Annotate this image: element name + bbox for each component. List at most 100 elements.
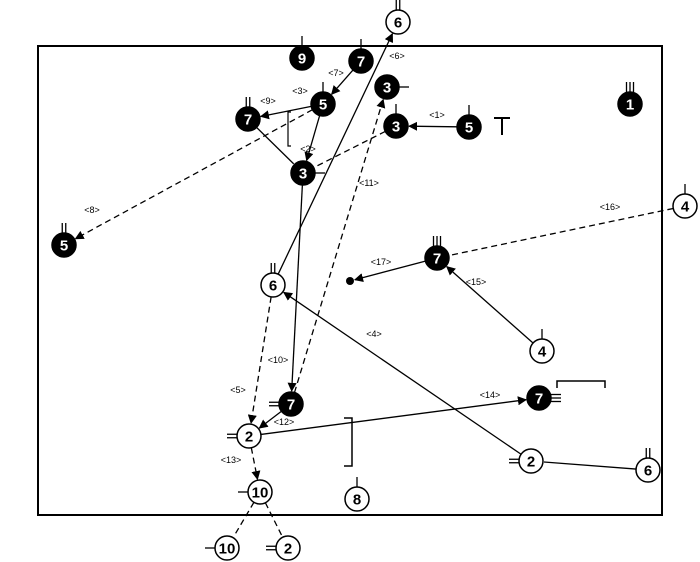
node-label: 6 [644,463,652,480]
edge-n7top-n5a [331,69,354,95]
node-circle [518,448,544,474]
edge-n3b-n3c [314,130,386,168]
t-mark [494,117,510,135]
node-label: 3 [383,80,391,97]
bend-mark [287,111,291,147]
node-circle [278,391,304,417]
edge-label: <3> [292,86,308,96]
node-circle [260,272,286,298]
edge-label: <9> [260,96,276,106]
node-label: 7 [244,112,252,129]
node-n10a: 10 [238,479,273,505]
edge-label: <1> [429,110,445,120]
bracket-mark-top [556,380,606,388]
node-label: 10 [219,541,236,558]
node-circle [214,535,240,561]
node-circle [289,45,315,71]
edge-n2a-n10a [250,447,261,481]
node-circle [236,423,262,449]
node-n3b: 3 [383,104,409,139]
node-label: 7 [433,251,441,268]
node-circle [348,48,374,74]
edge-n6m-n2a [247,296,272,425]
edge-n5a-n7a [259,105,312,120]
node-label: 10 [252,485,269,502]
node-circle [635,457,661,483]
edge-label: <2> [300,144,316,154]
node-n5left: 5 [51,223,77,258]
edge-n7m-dot [353,260,426,283]
node-label: 9 [298,51,306,68]
node-n3a: 3 [374,74,409,100]
frame [37,45,663,516]
node-n10b: 10 [205,535,240,561]
node-label: 7 [535,391,543,408]
edge-label: <15> [466,277,487,287]
node-label: 8 [353,492,361,509]
node-circle [310,91,336,117]
node-label: 6 [394,15,402,32]
edge-n2a-n7c [260,396,528,436]
node-circle [275,535,301,561]
edge-n5b-n3b [408,121,458,131]
node-n7a: 7 [235,97,261,132]
node-n2c: 2 [266,535,301,561]
edge-n7b-n3a [293,98,386,393]
node-n4r: 4 [672,184,698,219]
node-circle [617,91,643,117]
edge-n2b-n6m [282,291,522,455]
edge-n3c-n7b [287,184,304,392]
edge-label: <12> [274,417,295,427]
junction-dot [346,277,354,285]
node-label: 3 [392,119,400,136]
node-label: 5 [465,120,473,137]
edge-label: <7> [328,68,344,78]
node-label: 7 [287,397,295,414]
node-n6top: 6 [385,0,411,35]
node-n7b: 7 [269,391,304,417]
node-label: 7 [357,54,365,71]
edge-n4r-n7m [449,207,674,256]
node-n7c: 7 [526,385,561,411]
node-n6br: 6 [635,448,661,483]
node-circle [374,74,400,100]
edge-n10a-n2c [264,502,283,537]
edge-label: <17> [371,257,392,267]
edge-label: <14> [480,390,501,400]
node-label: 5 [319,97,327,114]
edge-n7a-n3c [256,126,295,165]
edge-label: <8> [84,205,100,215]
edge-label: <5> [230,385,246,395]
node-n2b: 2 [509,448,544,474]
node-circle [51,232,77,258]
node-n6m: 6 [260,263,286,298]
node-n3c: 3 [290,160,325,186]
node-n4m: 4 [529,329,555,364]
node-label: 4 [681,199,690,216]
edge-label: <10> [268,355,289,365]
edge-n6m-n6top [277,32,394,275]
node-n1: 1 [617,82,643,117]
node-circle [529,338,555,364]
node-label: 4 [538,344,547,361]
node-n2a: 2 [227,423,262,449]
node-n9: 9 [289,36,315,71]
edge-label: <4> [366,329,382,339]
bracket-mark-side [344,417,353,467]
node-circle [247,479,273,505]
node-circle [344,486,370,512]
node-label: 5 [60,238,68,255]
edge-label: <13> [221,455,242,465]
edge-n6br-n2b [543,461,637,470]
edge-n7b-n2a [258,410,282,429]
edge-n4m-n7m [446,266,534,344]
node-circle [383,113,409,139]
node-label: 2 [284,541,292,558]
node-circle [290,160,316,186]
edge-n5a-n3c [304,115,321,162]
node-circle [526,385,552,411]
edge-label: <6> [389,51,405,61]
node-n7m: 7 [424,236,450,271]
node-label: 2 [245,429,253,446]
